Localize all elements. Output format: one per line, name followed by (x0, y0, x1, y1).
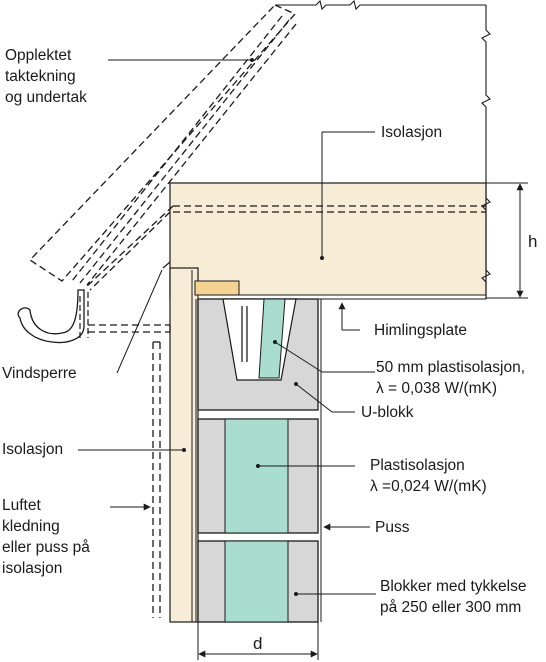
ceiling-board-label: Himlingsplate (374, 322, 467, 339)
insulation-side-label: Isolasjon (2, 441, 63, 458)
roof-covering (28, 4, 297, 286)
cladding-label: Luftet kledning eller puss på isolasjon (2, 497, 94, 577)
plastic-insulation-50-label: 50 mm plastisolasjon, λ = 0,038 W/(mK) (376, 359, 529, 397)
rebar-2 (246, 306, 248, 362)
leader-dot-plastic-50 (273, 340, 277, 344)
u-block-label: U-blokk (361, 404, 414, 421)
wall-insulation (169, 267, 199, 623)
rafter-to-wall (84, 205, 174, 291)
ceiling-insulation (169, 182, 487, 299)
block-2-insulation (224, 540, 289, 623)
wind-barrier-label: Vindsperre (2, 365, 77, 382)
leader-dot-u-block (294, 382, 298, 386)
leader-dot-insulation-side (182, 448, 186, 452)
leader-dot-insulation-top (320, 256, 324, 260)
block-1-insulation (224, 418, 289, 534)
u-block-plastic-insulation (258, 298, 286, 379)
leader-dot-blocks (294, 592, 298, 596)
roof-boundary-line (275, 0, 491, 298)
leader-dot-plastic (256, 464, 260, 468)
blocks-label: Blokker med tykkelse på 250 eller 300 mm (380, 578, 531, 616)
soffit (88, 324, 171, 333)
top-plate (194, 280, 240, 296)
arrow-leaders (110, 302, 370, 531)
height-dim-label: h (528, 232, 537, 251)
roofing-label: Opplektet taktekning og undertak (5, 47, 87, 106)
plastic-insulation-label: Plastisolasjon λ =0,024 W/(mK) (370, 457, 487, 495)
leader-lines (78, 59, 376, 595)
leader-dot-roof (250, 58, 254, 62)
insulation-top-label: Isolasjon (381, 124, 442, 141)
width-dim-label: d (253, 634, 262, 653)
rebar-1 (241, 306, 243, 362)
vented-cladding (152, 341, 161, 618)
plaster-label: Puss (375, 519, 410, 536)
gutter (17, 289, 85, 344)
eaves-line (162, 261, 171, 269)
